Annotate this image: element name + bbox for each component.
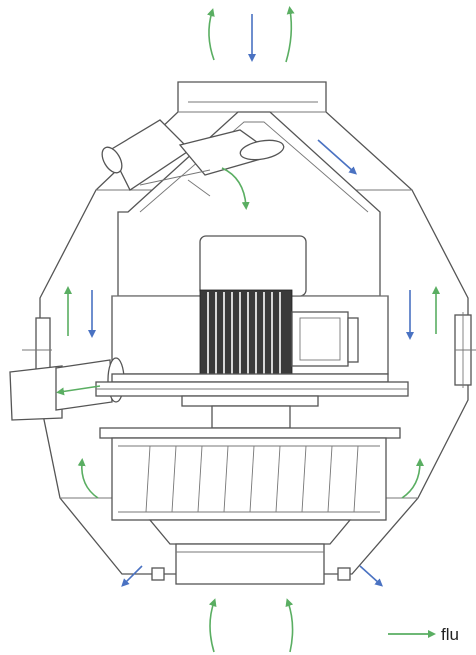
blue-flow-arrow-icon [121, 565, 143, 587]
bottom-inlet [151, 543, 351, 585]
green-flow-arrow-icon [285, 598, 294, 653]
green-flow-arrow-icon [221, 167, 250, 210]
green-flow-arrow-icon [56, 385, 101, 396]
impeller [111, 437, 387, 545]
green-flow-arrow-icon [208, 598, 217, 653]
green-flow-arrow-icon [77, 458, 99, 499]
right-flange [454, 312, 476, 388]
legend-label: flu [441, 625, 459, 644]
green-flow-arrow-icon [207, 8, 215, 61]
green-flow-arrow-icon [401, 458, 424, 499]
motor [199, 289, 359, 381]
flow-arrows [56, 6, 440, 653]
motor-platform [95, 373, 409, 439]
green-flow-arrow-icon [285, 6, 295, 63]
top-duct-pipes [101, 119, 285, 197]
blue-flow-arrow-icon [359, 565, 383, 587]
blue-flow-arrow-icon [317, 139, 357, 175]
